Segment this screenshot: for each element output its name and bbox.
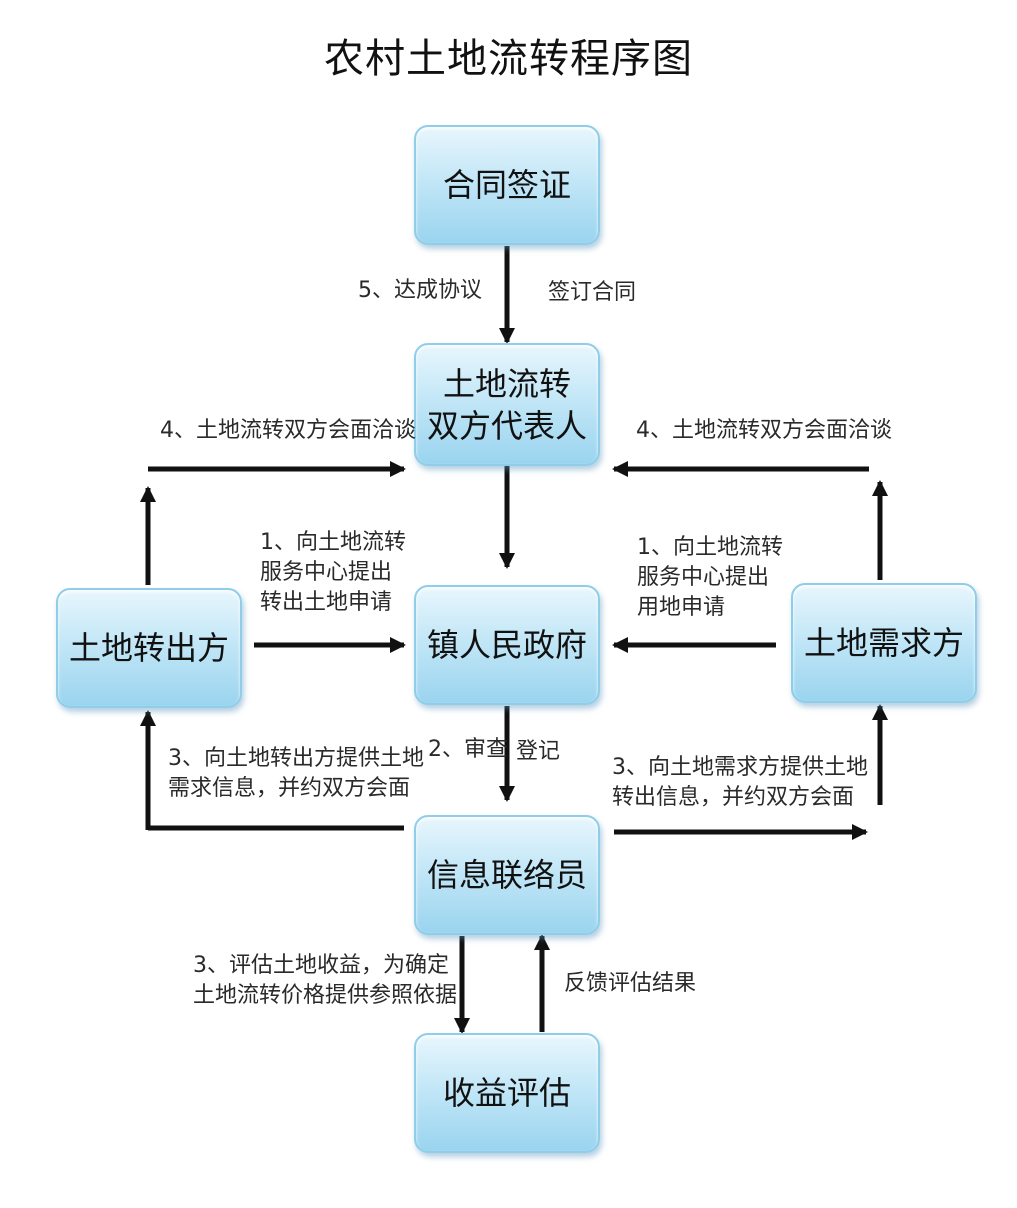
label-apply-transfer-out: 1、向土地流转 服务中心提出 转出土地申请 <box>260 530 406 615</box>
node-transfer-representatives[interactable]: 土地流转 双方代表人 <box>414 343 600 466</box>
node-representatives-line2: 双方代表人 <box>426 406 587 445</box>
label-register: 登记 <box>516 739 561 764</box>
page-title: 农村土地流转程序图 <box>324 36 693 82</box>
label-reach-agreement: 5、达成协议 <box>358 278 482 303</box>
label-negotiate-right: 4、土地流转双方会面洽谈 <box>636 418 892 443</box>
label-info-to-transferor: 3、向土地转出方提供土地 需求信息，并约双方会面 <box>168 746 424 801</box>
label-feedback-result: 反馈评估结果 <box>564 971 697 996</box>
label-info-to-demander: 3、向土地需求方提供土地 转出信息，并约双方会面 <box>612 755 868 810</box>
label-evaluate-income: 3、评估土地收益，为确定 土地流转价格提供参照依据 <box>193 953 458 1008</box>
node-town-government[interactable]: 镇人民政府 <box>414 585 600 705</box>
label-negotiate-left: 4、土地流转双方会面洽谈 <box>160 418 416 443</box>
label-review: 2、审查 <box>428 737 508 762</box>
node-land-demander[interactable]: 土地需求方 <box>791 583 977 703</box>
node-contract-certification[interactable]: 合同签证 <box>414 125 600 245</box>
node-land-transferor[interactable]: 土地转出方 <box>56 588 242 708</box>
node-representatives-line1: 土地流转 <box>442 364 571 403</box>
label-apply-land-use: 1、向土地流转 服务中心提出 用地申请 <box>637 535 783 620</box>
node-income-evaluation[interactable]: 收益评估 <box>414 1033 600 1153</box>
label-sign-contract: 签订合同 <box>548 280 637 305</box>
node-information-liaison[interactable]: 信息联络员 <box>414 815 600 935</box>
